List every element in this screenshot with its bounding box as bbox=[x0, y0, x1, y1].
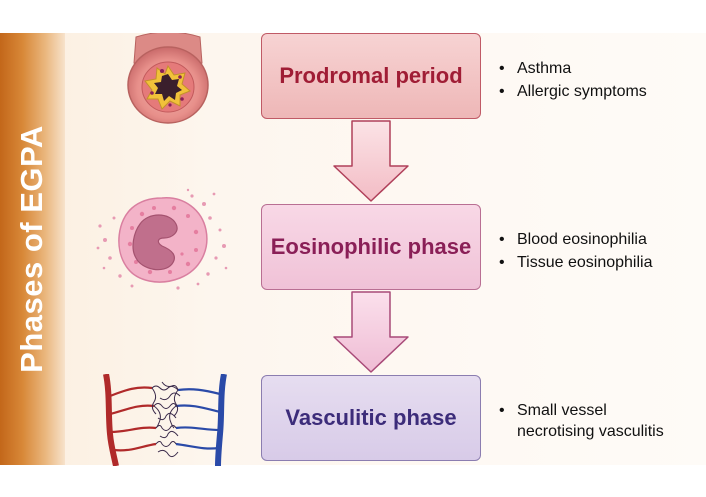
down-arrow-1 bbox=[333, 120, 409, 202]
list-item: Asthma bbox=[498, 57, 647, 80]
vasculitic-phase-box: Vasculitic phase bbox=[261, 375, 481, 461]
list-item: Allergic symptoms bbox=[498, 80, 647, 103]
eosinophil-cell-icon bbox=[96, 188, 228, 290]
vasculitic-phase-title: Vasculitic phase bbox=[285, 405, 457, 430]
side-bar bbox=[0, 33, 65, 465]
prodromal-phase-box: Prodromal period bbox=[261, 33, 481, 119]
blood-vessels-icon bbox=[103, 374, 227, 466]
vasculitic-feature-list: Small vessel necrotising vasculitis bbox=[498, 400, 688, 442]
eosinophilic-feature-list: Blood eosinophilia Tissue eosinophilia bbox=[498, 228, 652, 274]
eosinophilic-phase-title: Eosinophilic phase bbox=[270, 234, 472, 259]
prodromal-phase-title: Prodromal period bbox=[279, 63, 463, 88]
prodromal-symptom-list: Asthma Allergic symptoms bbox=[498, 57, 647, 103]
list-item: Blood eosinophilia bbox=[498, 228, 652, 251]
eosinophilic-phase-box: Eosinophilic phase bbox=[261, 204, 481, 290]
airway-cross-section-icon bbox=[127, 33, 209, 124]
list-item: Small vessel necrotising vasculitis bbox=[498, 400, 688, 442]
list-item: Tissue eosinophilia bbox=[498, 251, 652, 274]
side-title: Phases of EGPA bbox=[14, 125, 49, 373]
down-arrow-2 bbox=[333, 291, 409, 373]
